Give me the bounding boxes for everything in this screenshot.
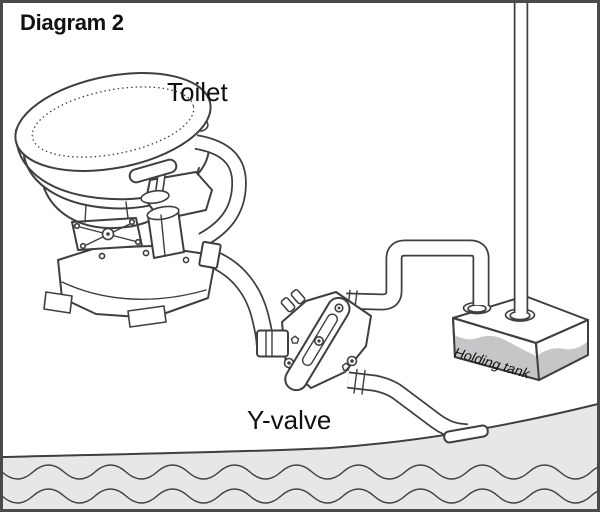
handle-pivot-pin	[337, 306, 341, 310]
flange-center-pin	[106, 232, 110, 236]
tank-liquid-front	[453, 334, 539, 380]
y-valve-illustration	[256, 289, 372, 392]
pump-cylinder-seam	[160, 214, 166, 257]
mounting-tab	[43, 291, 73, 314]
handle-screw-pin	[317, 339, 321, 343]
flange-bolt	[134, 238, 142, 246]
vent-flange-front-arc	[504, 314, 536, 322]
hull-line	[1, 403, 599, 458]
flush-pipe-loop-core	[194, 136, 246, 246]
valve-rib	[290, 289, 306, 305]
pedestal-column	[84, 201, 129, 223]
lid-inner-dotted	[31, 86, 195, 158]
toilet-lid	[14, 72, 212, 172]
valve-bolt-pin	[350, 359, 354, 363]
pump-handle	[128, 158, 178, 184]
water-area	[2, 404, 598, 510]
pump-cylinder-cap	[146, 205, 180, 221]
through-hull-fitting	[443, 424, 489, 444]
mounting-tab	[127, 305, 167, 328]
tank-liquid-side	[537, 341, 588, 380]
hose-valve-to-hull	[347, 368, 489, 444]
water-and-hull	[1, 403, 599, 510]
valve-handle-slot	[301, 313, 339, 366]
wave-line	[2, 464, 598, 480]
valve-mark	[341, 362, 351, 371]
valve-bolt-pin	[287, 361, 291, 365]
flange-bolt	[128, 218, 136, 226]
pipe-valve-to-tank	[345, 239, 490, 313]
toilet-illustration	[14, 72, 247, 328]
y-valve-label: Y-valve	[247, 405, 332, 435]
base-bolt	[98, 252, 106, 260]
valve-mark	[290, 335, 300, 344]
toilet-base	[57, 245, 215, 319]
flange-bolt	[79, 242, 87, 250]
hose-clamp	[353, 368, 366, 395]
tank-outline	[452, 317, 589, 381]
piston-cap	[140, 189, 170, 205]
waves	[2, 464, 598, 504]
wave-line	[2, 488, 598, 504]
valve-left-port-joint	[265, 330, 273, 357]
diagram-title: Diagram 2	[20, 10, 124, 35]
toilet-label: Toilet	[167, 77, 228, 107]
toilet-base-edge	[61, 281, 207, 300]
flange-bolt	[73, 222, 81, 230]
inlet-flange-front-arc	[462, 307, 492, 315]
base-outlet-joint	[198, 240, 222, 270]
base-bolt	[182, 256, 190, 264]
base-bolt	[142, 249, 150, 257]
valve-rib	[280, 297, 296, 313]
lid-outline	[14, 72, 212, 172]
